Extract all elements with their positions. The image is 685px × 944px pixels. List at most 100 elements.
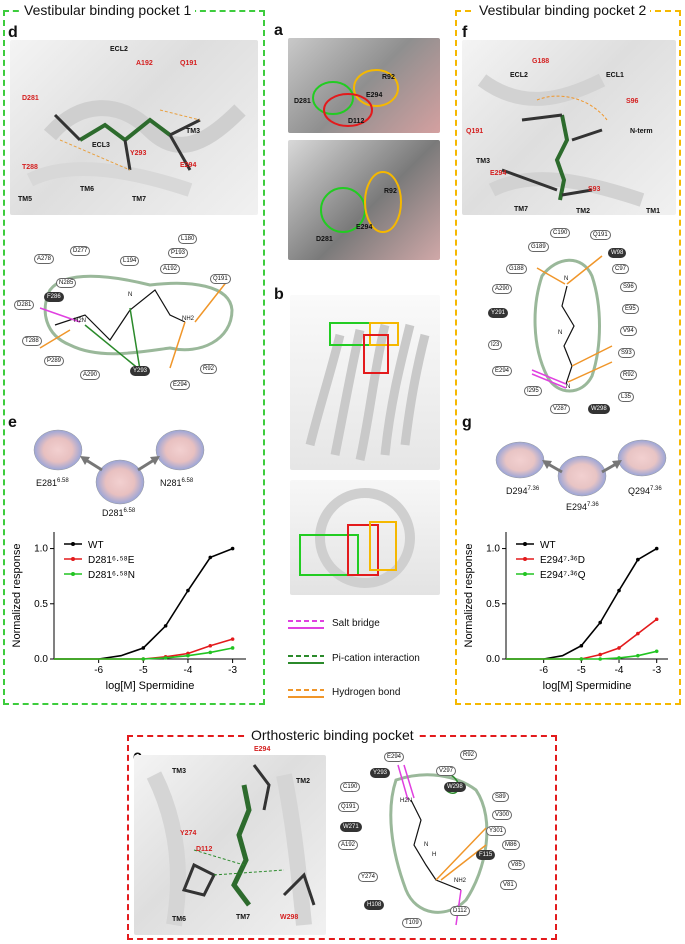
- molecule-e-right-sup: 6.58: [181, 478, 194, 484]
- ligc-res-h108: H108: [364, 900, 385, 910]
- struct-d-label-tm3: TM3: [186, 128, 200, 135]
- data-point: [230, 637, 235, 641]
- ligd-atom-h2n: H2N: [74, 318, 87, 324]
- ligand-map-f-lines: [531, 255, 613, 393]
- data-point: [163, 624, 168, 628]
- molecule-e-right-name: N281: [160, 478, 182, 488]
- y-axis-label: Normalized response: [463, 544, 475, 648]
- data-point: [579, 657, 584, 661]
- ligc-res-w298: W298: [444, 782, 466, 792]
- struct-d-label-a192: A192: [136, 60, 153, 67]
- molecule-g-right-sup: 7.36: [650, 486, 662, 492]
- ligc-atom-h: H: [432, 852, 437, 858]
- ligc-res-c190: C190: [340, 782, 361, 792]
- ligd-atom-n: N: [128, 292, 133, 298]
- receptor-b-top: [290, 480, 440, 595]
- ligd-res-d281: D281: [14, 300, 35, 310]
- ligd-res-q191: Q191: [210, 274, 231, 284]
- y-axis-label: Normalized response: [11, 544, 23, 648]
- receptor-b-side: [290, 295, 440, 470]
- molecule-g-right-name: Q294: [628, 486, 651, 496]
- ligf-res-c97: C97: [612, 264, 630, 274]
- structure-c-render: [134, 755, 326, 935]
- legend-label: Pi-cation interaction: [332, 653, 420, 664]
- surface-a-top-e294: E294: [366, 92, 383, 99]
- ligc-res-q191: Q191: [338, 802, 359, 812]
- ligd-atom-nh2: NH2: [182, 316, 195, 322]
- ligf-res-y291: Y291: [488, 308, 509, 318]
- legend-item-hydrogen-bond: Hydrogen bond: [288, 687, 438, 701]
- ligc-res-r92: R92: [460, 750, 478, 760]
- molecule-g-left: D2947.36: [506, 486, 539, 496]
- ligc-res-m86: M86: [502, 840, 520, 850]
- ligand-map-c: E294 R92 Y293 V297 C190 W298 S89 Q191 V3…: [336, 750, 551, 935]
- ligc-res-y274: Y274: [358, 872, 379, 882]
- legend-label: Salt bridge: [332, 618, 380, 629]
- series-line: [506, 618, 658, 660]
- legend-text: D281⁶·⁵⁸E: [88, 555, 135, 566]
- ligf-res-s96: S96: [620, 282, 637, 292]
- ligc-atom-h2n: H2N: [400, 798, 413, 804]
- struct-c-label-tm7: TM7: [236, 914, 250, 921]
- struct-f-label-tm7: TM7: [514, 206, 528, 213]
- legend-item-salt-bridge: Salt bridge: [288, 618, 438, 632]
- structure-d-render: [10, 40, 258, 215]
- ligand-map-d: L180 D277 A278 L194 P193 N285 A192 Q191 …: [10, 230, 258, 390]
- struct-c-label-tm3: TM3: [172, 768, 186, 775]
- ligf-atom-n1: N: [564, 276, 569, 282]
- surface-a-top-marks: [312, 69, 399, 127]
- legend-text: D281⁶·⁵⁸N: [88, 570, 135, 581]
- molecule-g-bottom-name: E294: [566, 502, 588, 512]
- molecule-e-bottom: D2816.58: [102, 508, 135, 518]
- ligc-res-s89: S89: [492, 792, 509, 802]
- structure-d-sticks: [26, 100, 246, 197]
- struct-f-label-tm3: TM3: [476, 158, 490, 165]
- ligc-res-e294: E294: [384, 752, 405, 762]
- legend-item-pi-cation: Pi-cation interaction: [288, 653, 438, 667]
- x-tick-label: -4: [184, 665, 193, 676]
- molecules-g-blobs: [495, 439, 667, 497]
- ligf-res-g188: G188: [506, 264, 527, 274]
- legend-text: WT: [540, 540, 556, 551]
- ligc-res-w271: W271: [340, 822, 362, 832]
- data-point: [186, 653, 190, 658]
- ligf-res-r92: R92: [620, 370, 638, 380]
- ligc-res-v300: V300: [492, 810, 513, 820]
- ligd-res-l180: L180: [178, 234, 198, 244]
- surface-a-top: [288, 38, 440, 133]
- structure-c-sticks: [146, 764, 316, 927]
- struct-f-label-s93: S93: [588, 186, 601, 193]
- legend-marker: [523, 542, 527, 546]
- legend-marker: [71, 542, 75, 546]
- data-point: [163, 656, 168, 660]
- structure-f-render: [462, 40, 676, 215]
- vestibular-pocket-1-title: Vestibular binding pocket 1: [20, 2, 196, 18]
- data-point: [617, 646, 621, 650]
- ligc-res-f115: F115: [476, 850, 496, 860]
- struct-f-label-g188: G188: [532, 58, 550, 65]
- molecule-e-left-sup: 6.58: [57, 478, 69, 484]
- surface-a-bottom-d281: D281: [316, 236, 333, 243]
- ligf-atom-n3: N: [566, 384, 571, 390]
- legend-marker: [71, 572, 75, 576]
- molecule-e-left: E2816.58: [36, 478, 69, 488]
- ligf-res-c190: C190: [550, 228, 571, 238]
- ligd-res-y293: Y293: [130, 366, 151, 376]
- ligc-atom-n: N: [424, 842, 429, 848]
- structure-f-sticks: [477, 73, 645, 207]
- data-point: [230, 646, 235, 650]
- data-point: [186, 588, 190, 593]
- molecules-e-blobs: [33, 429, 205, 505]
- ligd-res-p193: P193: [168, 248, 189, 258]
- struct-f-label-q191: Q191: [466, 128, 484, 135]
- data-point: [654, 649, 659, 654]
- data-point: [208, 650, 213, 655]
- surface-a-top-r92: R92: [382, 74, 395, 81]
- ligc-res-v81: V81: [500, 880, 517, 890]
- hydrogen-bond-swatch: [288, 689, 324, 698]
- struct-c-label-w298: W298: [280, 914, 299, 921]
- ligd-res-d277: D277: [70, 246, 91, 256]
- ligd-res-f286: F286: [44, 292, 64, 302]
- struct-d-label-d281: D281: [22, 95, 39, 102]
- struct-f-label-tm1: TM1: [646, 208, 660, 215]
